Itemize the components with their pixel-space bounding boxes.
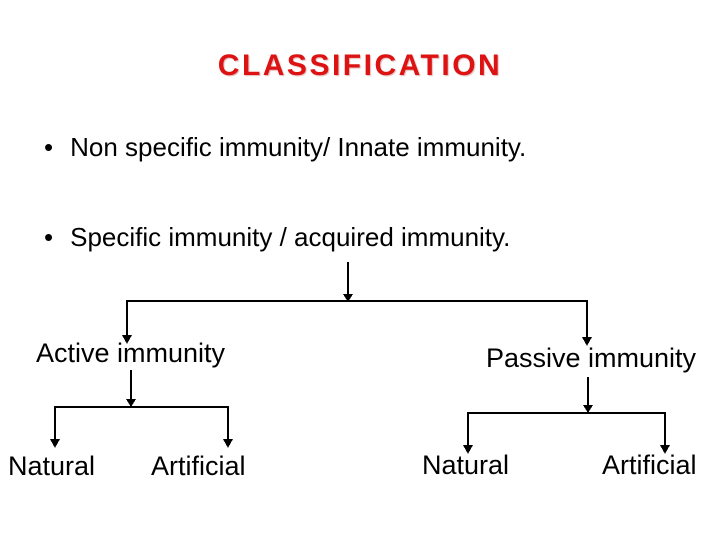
connector-passive-artificial-arrow-icon xyxy=(660,445,670,454)
bullet-marker: • xyxy=(44,132,54,162)
connector-passive-natural-arrow-icon xyxy=(463,445,473,454)
active-immunity-label: Active immunity xyxy=(36,338,226,368)
connector-active-stem-arrow-icon xyxy=(126,399,136,407)
active-natural-label: Natural xyxy=(8,451,96,481)
connector-active-artificial-arrow-icon xyxy=(223,439,233,448)
bullet-text: Non specific immunity/ Innate immunity. xyxy=(70,132,527,162)
bullet-item: • Specific immunity / acquired immunity. xyxy=(44,221,510,253)
page-title: CLASSIFICATION xyxy=(217,49,503,82)
connector-root-arrow-icon xyxy=(343,294,353,302)
connector-passive-arrow-icon xyxy=(582,337,592,346)
connector-active-arrow-icon xyxy=(122,335,132,344)
bullet-item: • Non specific immunity/ Innate immunity… xyxy=(44,131,526,163)
bullet-marker: • xyxy=(44,222,54,252)
passive-natural-label: Natural xyxy=(422,450,510,480)
connector-active-natural-arrow-icon xyxy=(50,439,60,448)
connector-passive-stem-arrow-icon xyxy=(583,405,593,413)
bullet-text: Specific immunity / acquired immunity. xyxy=(70,222,511,252)
passive-artificial-label: Artificial xyxy=(602,450,697,480)
active-artificial-label: Artificial xyxy=(151,451,246,481)
passive-immunity-label: Passive immunity xyxy=(486,343,697,373)
